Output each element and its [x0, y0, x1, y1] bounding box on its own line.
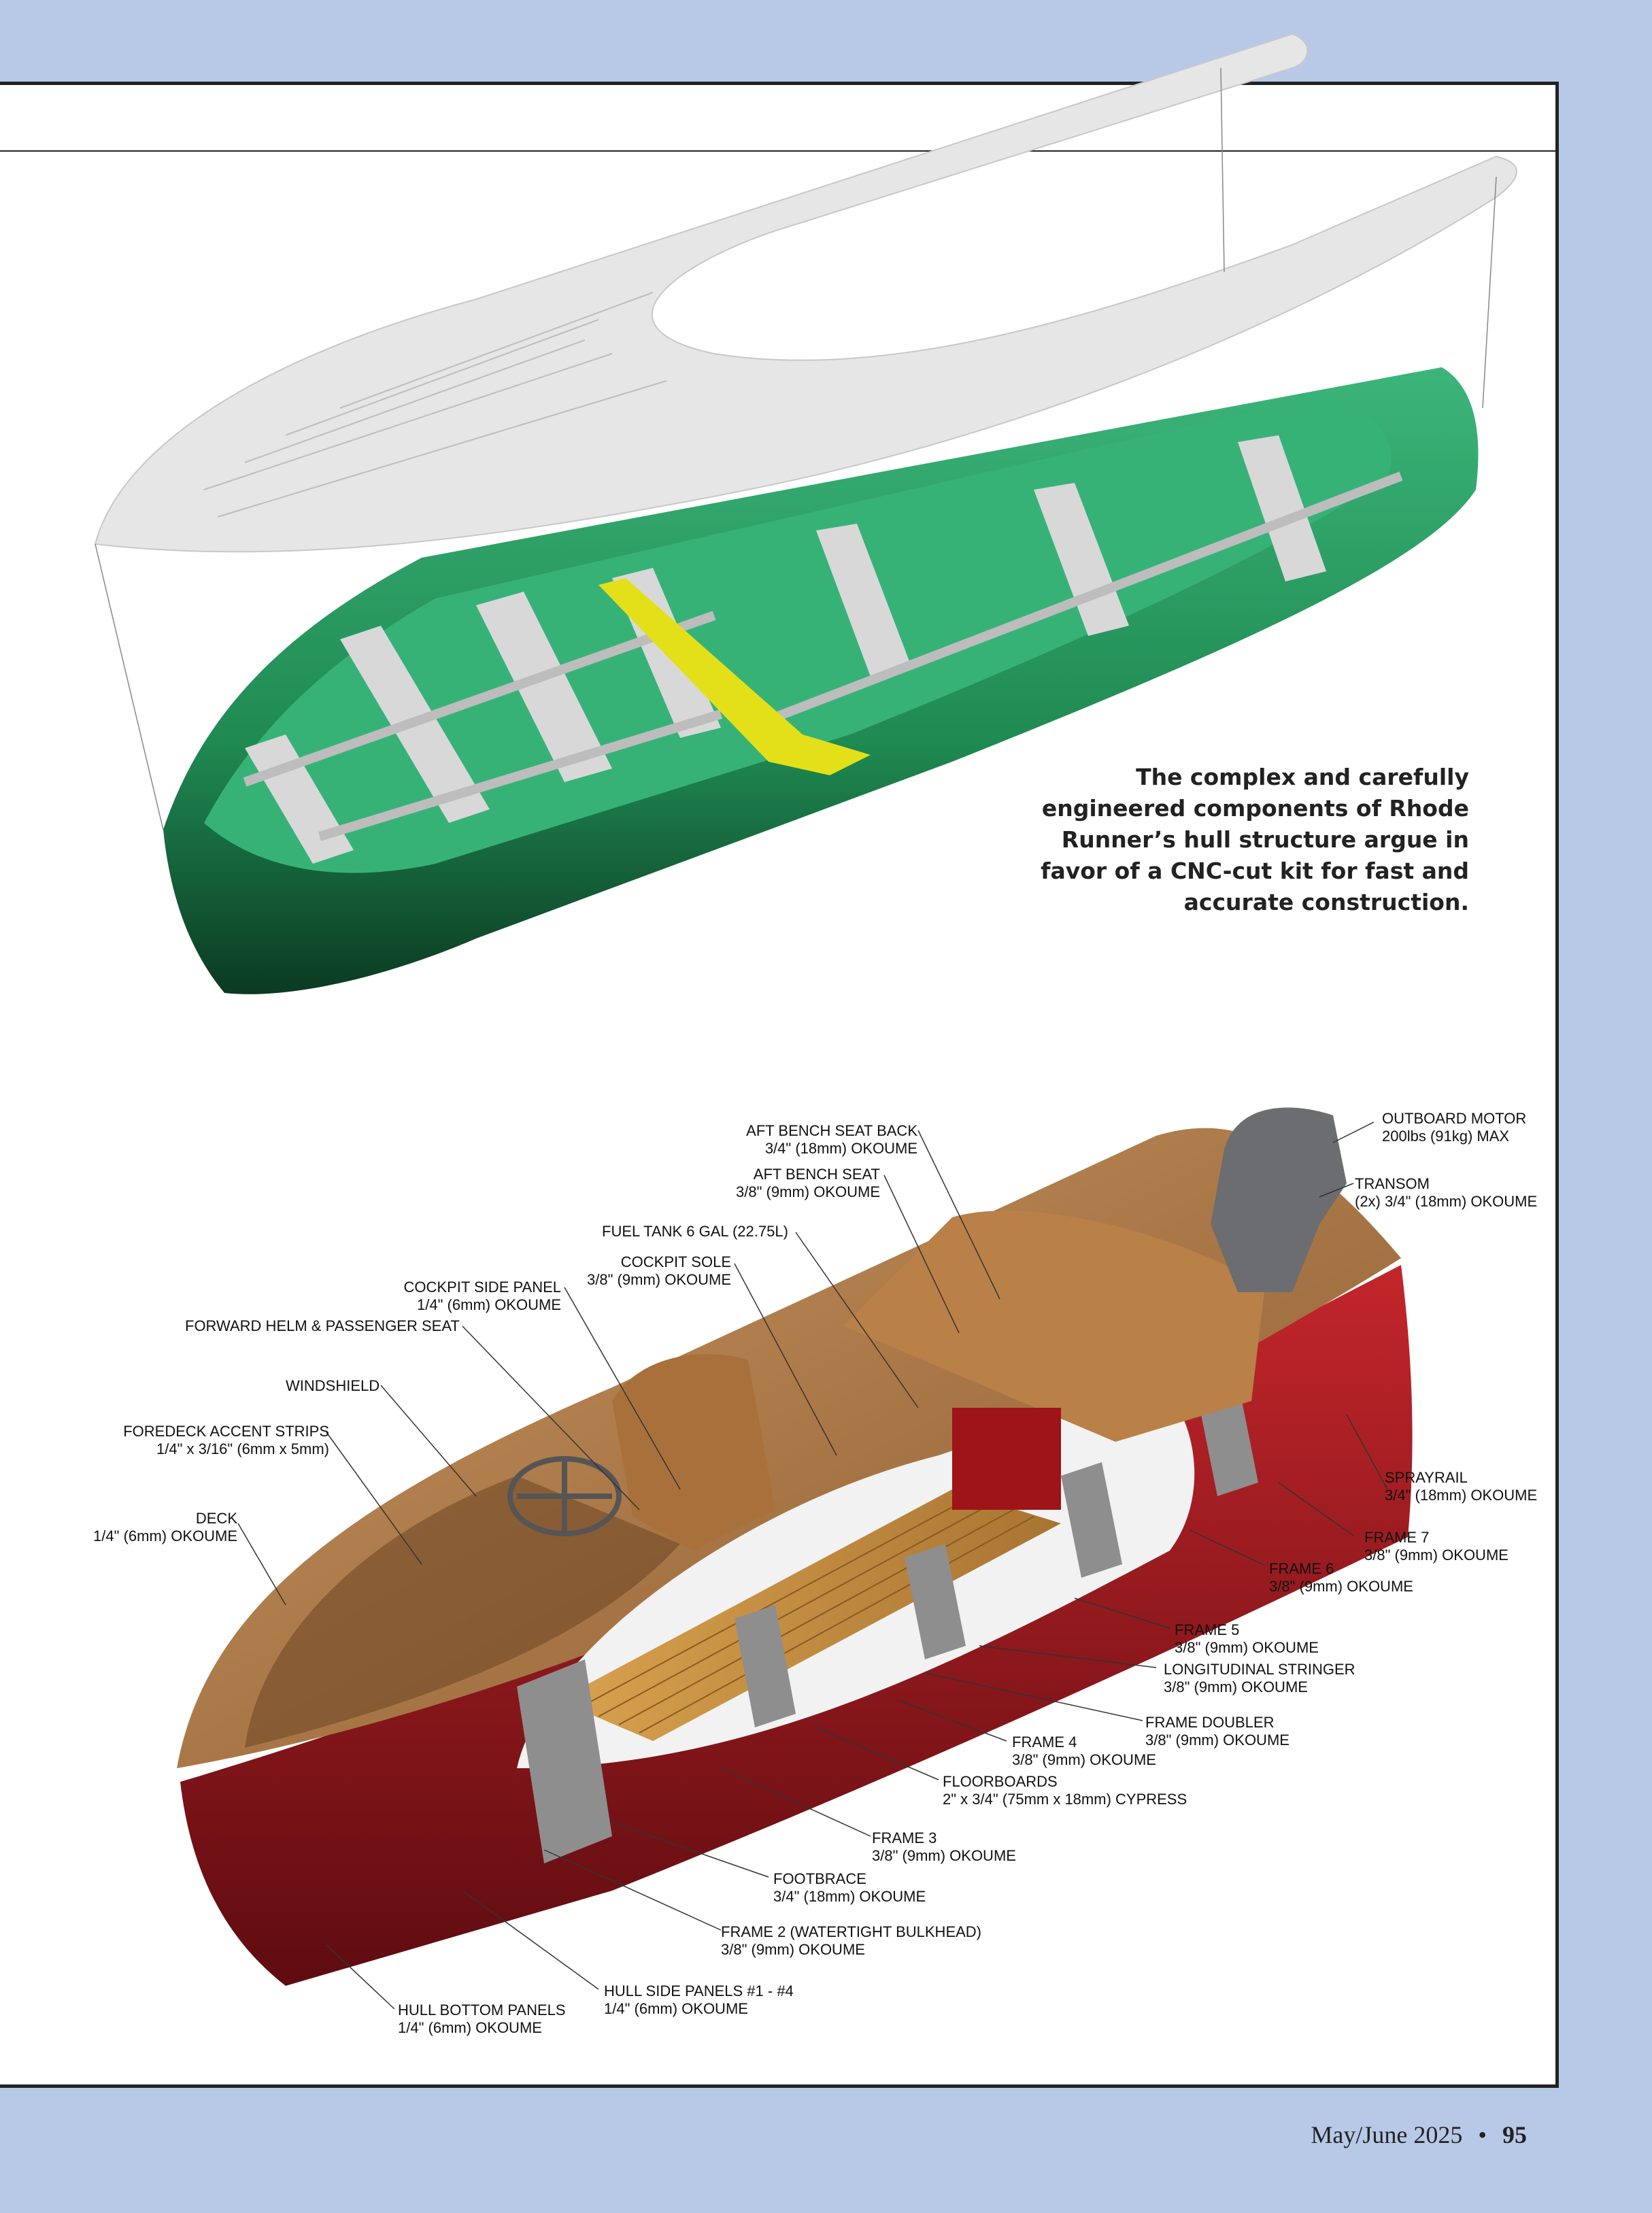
- label-footbrace: FOOTBRACE 3/4" (18mm) OKOUME: [773, 1870, 926, 1905]
- green-hull-illustration: [94, 33, 1517, 994]
- label-frame3: FRAME 3 3/8" (9mm) OKOUME: [872, 1829, 1016, 1864]
- label-frame6: FRAME 6 3/8" (9mm) OKOUME: [1269, 1560, 1413, 1595]
- label-hull-side-panels: HULL SIDE PANELS #1 - #4 1/4" (6mm) OKOU…: [604, 1982, 794, 2017]
- outboard-motor: [1211, 1107, 1347, 1292]
- label-aft-bench-seat: AFT BENCH SEAT 3/8" (9mm) OKOUME: [736, 1166, 880, 1200]
- label-cockpit-side-panel: COCKPIT SIDE PANEL 1/4" (6mm) OKOUME: [403, 1279, 561, 1313]
- aft-bench: [843, 1211, 1265, 1442]
- label-fuel-tank: FUEL TANK 6 GAL (22.75L): [602, 1223, 788, 1240]
- steering-wheel-icon: [507, 1456, 622, 1536]
- label-cockpit-sole: COCKPIT SOLE 3/8" (9mm) OKOUME: [587, 1253, 731, 1288]
- label-floorboards: FLOORBOARDS 2" x 3/4" (75mm x 18mm) CYPR…: [943, 1773, 1187, 1808]
- label-sprayrail: SPRAYRAIL 3/4" (18mm) OKOUME: [1385, 1469, 1538, 1504]
- green-hull-yellow-strip: [599, 578, 871, 775]
- label-frame7: FRAME 7 3/8" (9mm) OKOUME: [1364, 1529, 1508, 1564]
- deck-planking-lines: [203, 292, 667, 518]
- runabout-cutaway-illustration: [177, 1107, 1413, 2010]
- label-windshield: WINDSHIELD: [286, 1377, 380, 1394]
- label-frame4: FRAME 4 3/8" (9mm) OKOUME: [1012, 1734, 1156, 1768]
- exploded-deck: [94, 33, 1517, 553]
- label-outboard-motor: OUTBOARD MOTOR 200lbs (91kg) MAX: [1382, 1110, 1527, 1145]
- page-number: 95: [1502, 2121, 1527, 2148]
- green-hull-stringers: [243, 471, 1403, 841]
- label-frame-doubler: FRAME DOUBLER 3/8" (9mm) OKOUME: [1145, 1714, 1289, 1749]
- label-frame2: FRAME 2 (WATERTIGHT BULKHEAD) 3/8" (9mm)…: [721, 1923, 982, 1958]
- header-rule: [0, 150, 1555, 152]
- helm-seat: [612, 1353, 775, 1551]
- label-transom: TRANSOM (2x) 3/4" (18mm) OKOUME: [1355, 1175, 1538, 1210]
- cutaway-frames: [517, 1381, 1258, 1863]
- footer-bullet: •: [1478, 2121, 1487, 2148]
- foredeck-panel: [245, 1476, 680, 1748]
- label-forward-helm: FORWARD HELM & PASSENGER SEAT: [185, 1317, 460, 1334]
- label-longitudinal-stringer: LONGITUDINAL STRINGER 3/8" (9mm) OKOUME: [1164, 1661, 1355, 1695]
- fuel-tank-box: [952, 1408, 1061, 1510]
- figure-caption: The complex and carefully engineered com…: [1041, 764, 1469, 915]
- label-deck: DECK 1/4" (6mm) OKOUME: [93, 1510, 237, 1544]
- label-hull-bottom-panels: HULL BOTTOM PANELS 1/4" (6mm) OKOUME: [398, 2001, 566, 2036]
- green-hull-interior: [204, 394, 1392, 873]
- label-frame5: FRAME 5 3/8" (9mm) OKOUME: [1175, 1621, 1319, 1656]
- exploded-guide-lines: [95, 67, 1497, 830]
- label-aft-bench-seat-back: AFT BENCH SEAT BACK 3/4" (18mm) OKOUME: [746, 1122, 917, 1157]
- leader-lines: [237, 1121, 1388, 2010]
- label-foredeck-accent: FOREDECK ACCENT STRIPS 1/4" x 3/16" (6mm…: [123, 1423, 329, 1457]
- page-footer: May/June 2025 • 95: [1311, 2121, 1527, 2149]
- floorboard-lines: [577, 1496, 1034, 1734]
- issue-date: May/June 2025: [1311, 2121, 1463, 2148]
